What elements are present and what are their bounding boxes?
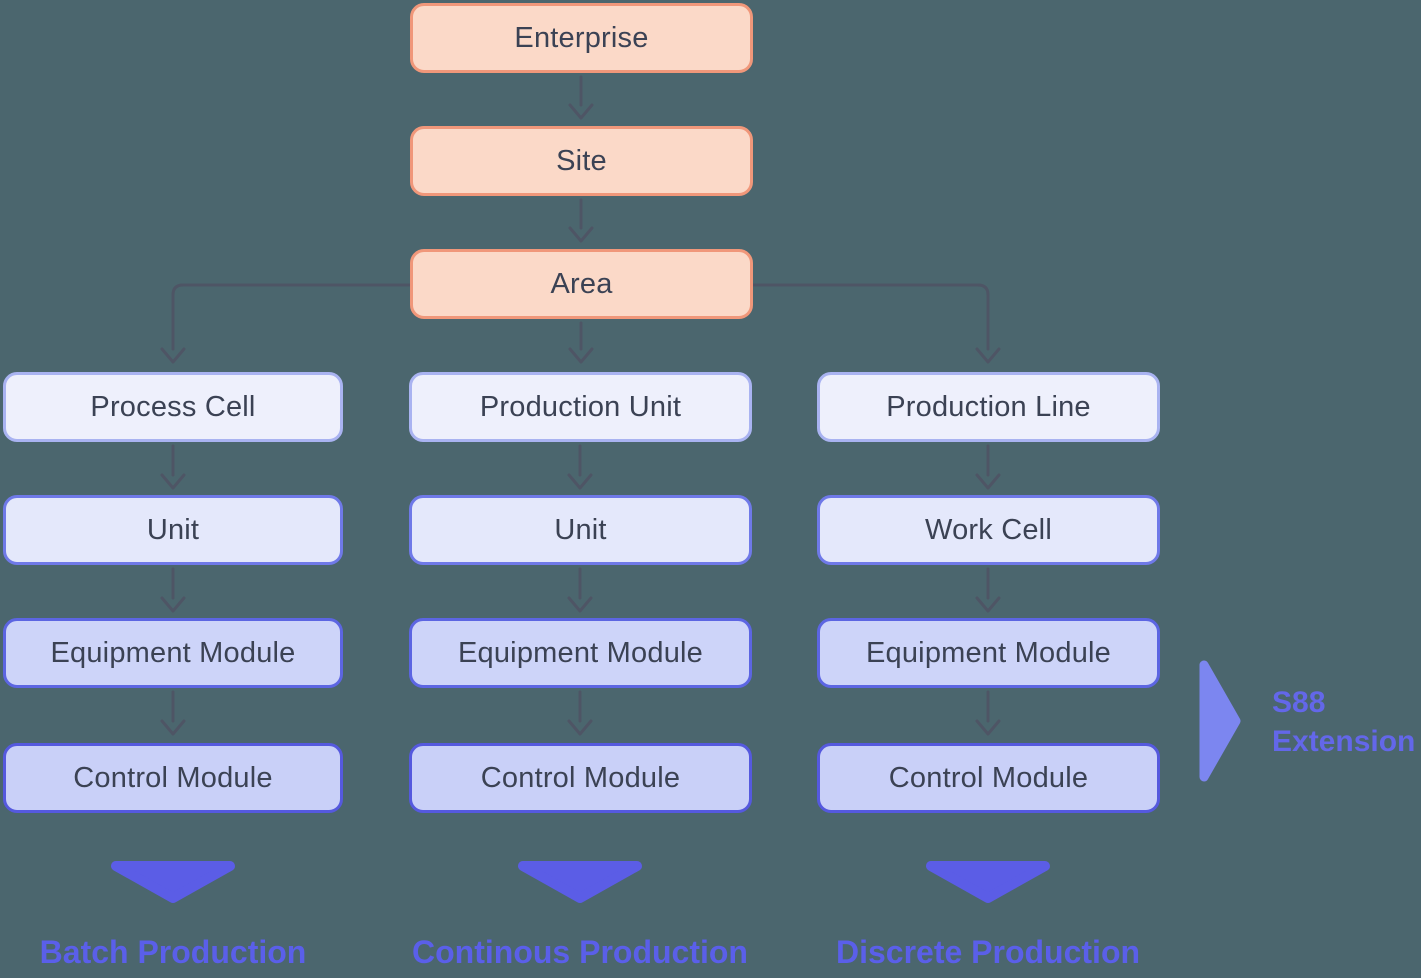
arrow-down-icon [160,444,186,490]
arrow-down-icon [568,198,594,243]
node-production-unit: Production Unit [409,372,752,442]
node-work-cell-label: Work Cell [925,513,1052,546]
node-control-module-continuous: Control Module [409,743,752,813]
node-site-label: Site [556,144,607,177]
node-unit-batch: Unit [3,495,343,565]
node-production-line: Production Line [817,372,1160,442]
node-production-unit-label: Production Unit [479,390,682,423]
arrow-down-icon [568,321,594,364]
discrete-production-label: Discrete Production [835,934,1141,970]
node-equipment-module-continuous: Equipment Module [409,618,752,688]
node-unit-continuous: Unit [409,495,752,565]
node-control-module-batch-label: Control Module [73,761,273,794]
batch-production-label: Batch Production [39,934,307,970]
node-work-cell: Work Cell [817,495,1160,565]
flow-down-triangle-icon [111,861,235,903]
node-control-module-batch: Control Module [3,743,343,813]
arrow-down-icon [567,690,593,736]
arrow-down-icon [567,567,593,613]
node-area: Area [410,249,753,319]
arrow-down-icon [160,567,186,613]
s88-extension-arrow-icon [1199,660,1241,782]
node-unit-continuous-label: Unit [554,513,607,546]
node-site: Site [410,126,753,196]
flow-down-triangle-icon [518,861,642,903]
node-process-cell: Process Cell [3,372,343,442]
node-control-module-discrete-label: Control Module [888,761,1089,794]
elbow-connector-right [751,283,1001,364]
arrow-down-icon [160,690,186,736]
elbow-connector-left [160,283,412,364]
node-area-label: Area [550,267,613,300]
node-equipment-module-discrete-label: Equipment Module [865,636,1111,669]
node-control-module-discrete: Control Module [817,743,1160,813]
arrow-down-icon [567,444,593,490]
arrow-down-icon [975,444,1001,490]
node-enterprise: Enterprise [410,3,753,73]
s88-extension-line2: Extension [1272,725,1416,758]
node-enterprise-label: Enterprise [514,21,649,54]
continuous-production-label: Continous Production [412,934,748,970]
node-equipment-module-batch: Equipment Module [3,618,343,688]
node-process-cell-label: Process Cell [90,390,256,423]
flow-down-triangle-icon [926,861,1050,903]
node-equipment-module-continuous-label: Equipment Module [457,636,703,669]
arrow-down-icon [975,690,1001,736]
arrow-down-icon [975,567,1001,613]
node-production-line-label: Production Line [886,390,1091,423]
node-equipment-module-batch-label: Equipment Module [50,636,296,669]
node-control-module-continuous-label: Control Module [480,761,681,794]
s88-extension-label: S88 Extension [1272,683,1415,761]
s88-extension-line1: S88 [1272,686,1326,719]
node-unit-batch-label: Unit [146,513,200,546]
arrow-down-icon [568,75,594,120]
node-equipment-module-discrete: Equipment Module [817,618,1160,688]
